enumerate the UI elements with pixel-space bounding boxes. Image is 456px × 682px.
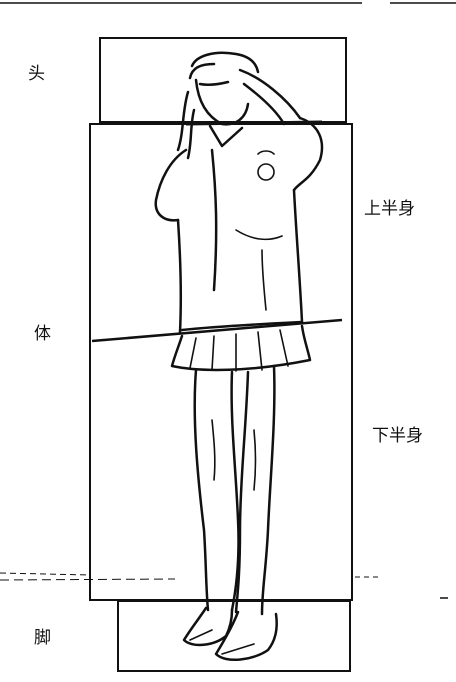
- head-box: [100, 38, 346, 122]
- scan-artifacts: [0, 3, 456, 598]
- body-box: [90, 124, 352, 600]
- label-head: 头: [28, 66, 45, 83]
- label-lower-body: 下半身: [372, 428, 423, 445]
- label-feet: 脚: [34, 630, 51, 647]
- label-upper-body: 上半身: [364, 201, 415, 218]
- figure-sketch: [156, 53, 322, 660]
- label-body: 体: [34, 326, 51, 343]
- head-divider-line: [186, 122, 322, 124]
